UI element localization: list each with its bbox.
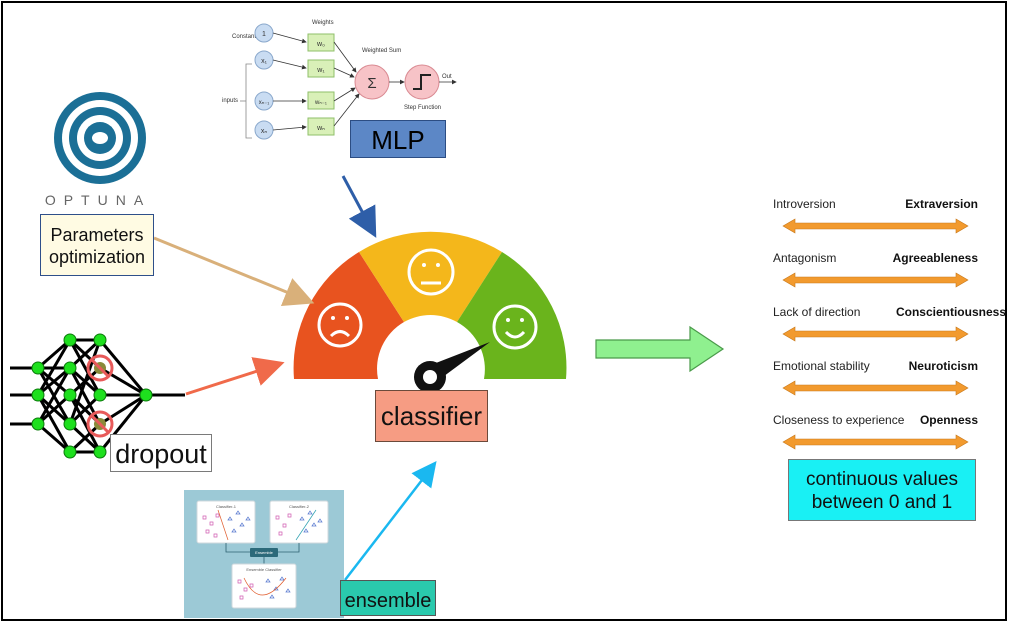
- perceptron-diagram: Constant Weights inputs 1 x₁ xₙ₋₁ xₙ: [222, 20, 457, 140]
- optuna-logo-text: OPTUNA: [45, 192, 151, 208]
- step-function-label: Step Function: [404, 105, 441, 111]
- sum-node: Σ: [354, 64, 390, 100]
- trait-low-label: Closeness to experience: [773, 413, 905, 427]
- trait-high-label: Agreeableness: [893, 251, 979, 265]
- svg-text:Classifier-2: Classifier-2: [289, 504, 310, 509]
- svg-text:1: 1: [262, 31, 266, 38]
- classifier-box: classifier: [375, 390, 488, 442]
- trait-high-label: Neuroticism: [909, 359, 978, 373]
- gauge-segment-green: [457, 252, 567, 379]
- dropout-box: dropout: [110, 434, 212, 472]
- svg-text:w₁: w₁: [316, 67, 325, 74]
- svg-text:w₀: w₀: [316, 41, 325, 48]
- trait-row: Introversion Extraversion: [773, 197, 978, 234]
- dropped-node-icon: [86, 354, 114, 382]
- ensemble-arrow: [344, 461, 437, 581]
- trait-low-label: Lack of direction: [773, 305, 860, 319]
- parameters-optimization-box: Parameters optimization: [40, 214, 154, 276]
- double-arrow-icon: [782, 218, 969, 234]
- trait-high-label: Conscientiousness: [896, 305, 1006, 319]
- svg-text:Σ: Σ: [367, 75, 376, 92]
- optuna-arrow: [153, 236, 315, 306]
- ensemble-box: ensemble: [340, 580, 436, 616]
- double-arrow-icon: [782, 380, 969, 396]
- output-arrow: [595, 325, 725, 373]
- svg-text:x₁: x₁: [261, 58, 268, 65]
- optuna-logo: OPTUNA: [45, 92, 151, 208]
- gauge-segment-yellow: [359, 231, 502, 322]
- constant-label: Constant: [232, 34, 256, 40]
- gauge: [293, 231, 567, 393]
- continuous-values-box: continuous values between 0 and 1: [788, 459, 976, 521]
- mlp-arrow: [341, 175, 377, 238]
- gauge-needle: [414, 342, 490, 393]
- trait-row: Antagonism Agreeableness: [773, 251, 979, 288]
- svg-text:Ensemble Classifier: Ensemble Classifier: [246, 567, 282, 572]
- weights-label: Weights: [312, 20, 334, 26]
- dropout-network: [10, 333, 185, 459]
- trait-row: Emotional stability Neuroticism: [773, 359, 978, 396]
- gauge-segment-red: [293, 252, 404, 379]
- svg-text:wₙ: wₙ: [316, 125, 325, 132]
- trait-row: Closeness to experience Openness: [773, 413, 978, 450]
- double-arrow-icon: [782, 434, 969, 450]
- trait-high-label: Extraversion: [905, 197, 978, 211]
- svg-text:Ensemble: Ensemble: [255, 550, 274, 555]
- input-node-xn: xₙ: [254, 120, 274, 140]
- input-node-xn-1: xₙ₋₁: [254, 91, 274, 111]
- trait-row: Lack of direction Conscientiousness: [773, 305, 1006, 342]
- double-arrow-icon: [782, 326, 969, 342]
- inputs-label: inputs: [222, 98, 238, 104]
- sad-face-icon: [317, 302, 363, 348]
- trait-low-label: Emotional stability: [773, 359, 870, 373]
- weight-box-wn: wₙ: [307, 117, 335, 136]
- ensemble-panel: Classifier-1 Classifier-2 Ensemble Ensem…: [184, 490, 344, 618]
- double-arrow-icon: [782, 272, 969, 288]
- trait-high-label: Openness: [920, 413, 978, 427]
- out-label: Out: [442, 74, 452, 80]
- weight-box-wn-1: wₙ₋₁: [307, 91, 335, 110]
- weighted-sum-label: Weighted Sum: [362, 48, 401, 54]
- mlp-box: MLP: [350, 120, 446, 158]
- input-node-constant: 1: [254, 23, 274, 43]
- neutral-face-icon: [407, 248, 455, 296]
- dropout-arrow: [185, 357, 285, 396]
- step-function-node: [404, 64, 440, 100]
- happy-face-icon: [492, 304, 538, 350]
- weight-box-w0: w₀: [307, 33, 335, 52]
- weight-box-w1: w₁: [307, 59, 335, 78]
- svg-text:xₙ: xₙ: [261, 128, 268, 135]
- trait-low-label: Antagonism: [773, 251, 836, 265]
- svg-text:wₙ₋₁: wₙ₋₁: [314, 100, 327, 106]
- svg-text:Classifier-1: Classifier-1: [216, 504, 237, 509]
- input-node-x1: x₁: [254, 50, 274, 70]
- dropped-node-icon: [86, 410, 114, 438]
- trait-low-label: Introversion: [773, 197, 836, 211]
- svg-text:xₙ₋₁: xₙ₋₁: [259, 100, 270, 106]
